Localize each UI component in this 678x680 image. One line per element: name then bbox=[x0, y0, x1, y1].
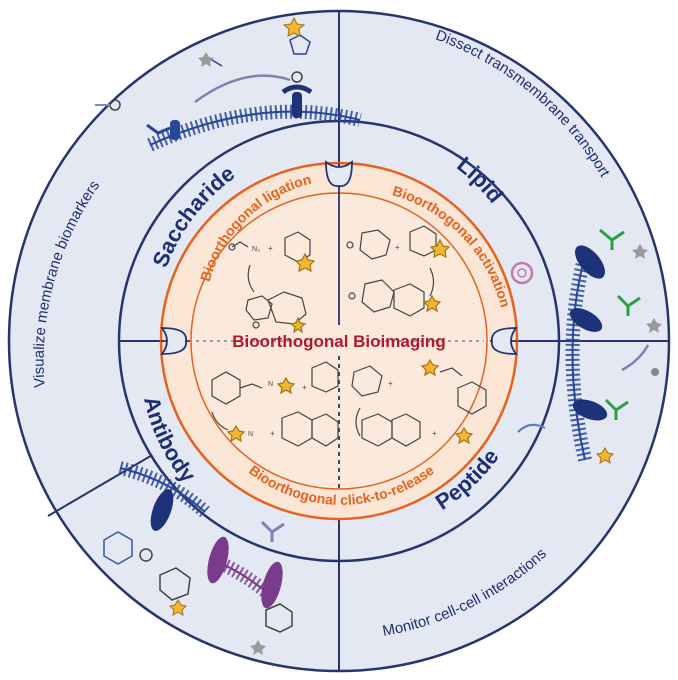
svg-text:N: N bbox=[268, 381, 273, 388]
ellipse-9 bbox=[569, 308, 603, 332]
svg-text:+: + bbox=[270, 429, 275, 438]
membrane-top-illustration bbox=[95, 16, 362, 152]
circle-3 bbox=[348, 292, 356, 300]
reaction-release-left-sketch: N + N + bbox=[211, 361, 339, 447]
svg-text:N₃: N₃ bbox=[252, 246, 260, 253]
circle-13 bbox=[651, 368, 659, 376]
ellipse-16 bbox=[207, 536, 229, 584]
circle-11 bbox=[510, 261, 534, 285]
ellipse-10 bbox=[572, 399, 608, 421]
circle-0 bbox=[228, 243, 236, 251]
membrane-bottom-illustration bbox=[103, 461, 293, 655]
svg-text:+: + bbox=[432, 429, 437, 438]
ellipse-17 bbox=[261, 561, 283, 609]
center-title: Bioorthogonal Bioimaging bbox=[232, 332, 445, 351]
reaction-ligation-sketch: N₃ + bbox=[228, 231, 316, 334]
circle-6 bbox=[291, 71, 303, 83]
ring-connectors bbox=[160, 160, 518, 355]
svg-text:+: + bbox=[268, 244, 273, 253]
circle-1 bbox=[252, 321, 260, 329]
ellipse-8 bbox=[575, 245, 605, 279]
svg-text:+: + bbox=[388, 379, 393, 388]
circle-15 bbox=[139, 548, 153, 562]
circle-12 bbox=[517, 268, 527, 278]
svg-text:+: + bbox=[302, 383, 307, 392]
reaction-activation-sketch: + bbox=[346, 225, 451, 317]
reaction-release-right-sketch: + + bbox=[351, 358, 487, 447]
membrane-right-illustration bbox=[510, 228, 662, 465]
rect-5 bbox=[292, 92, 302, 118]
rect-4 bbox=[170, 120, 180, 140]
svg-text:N: N bbox=[248, 431, 253, 438]
svg-text:+: + bbox=[395, 243, 400, 252]
ellipse-14 bbox=[150, 489, 174, 531]
circle-2 bbox=[346, 241, 354, 249]
